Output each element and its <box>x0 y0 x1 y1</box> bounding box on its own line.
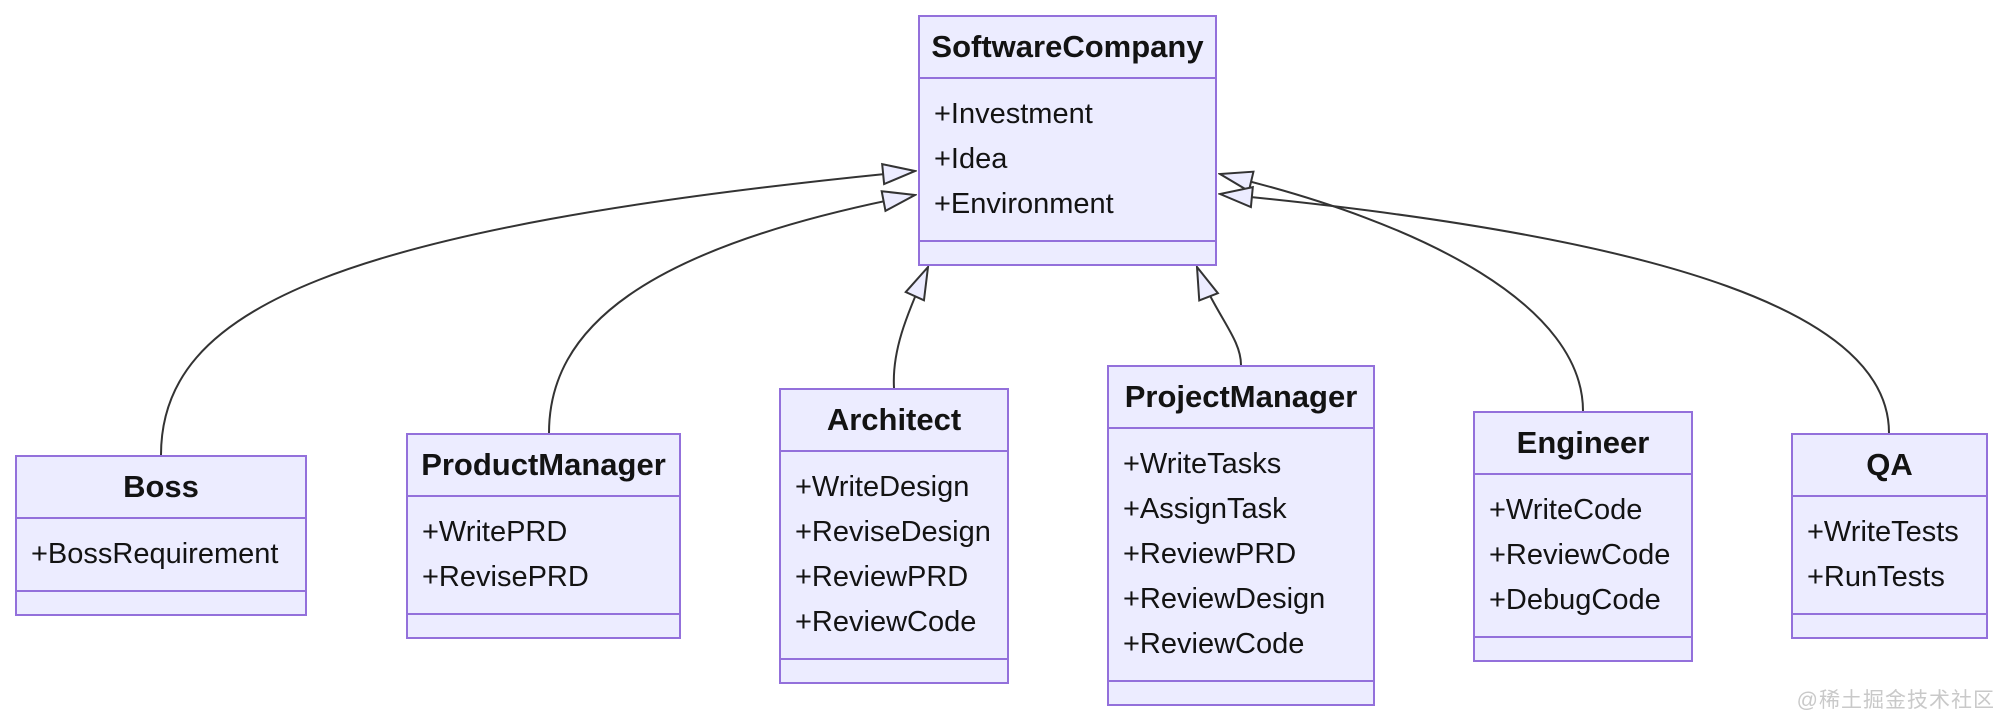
class-attributes-qa: +WriteTests +RunTests <box>1793 497 1986 615</box>
class-attributes-projectmanager: +WriteTasks +AssignTask +ReviewPRD +Revi… <box>1109 429 1373 682</box>
class-title-architect: Architect <box>781 390 1007 452</box>
class-attribute: +WriteCode <box>1489 494 1643 526</box>
class-title-qa: QA <box>1793 435 1986 497</box>
class-attributes-productmanager: +WritePRD +RevisePRD <box>408 497 679 615</box>
edge-projectmanager-to-softwarecompany <box>1197 267 1242 366</box>
class-box-boss: Boss +BossRequirement <box>15 455 307 616</box>
class-attribute: +WritePRD <box>422 516 568 548</box>
class-box-qa: QA +WriteTests +RunTests <box>1791 433 1988 639</box>
class-methods-empty <box>17 592 305 614</box>
class-attributes-engineer: +WriteCode +ReviewCode +DebugCode <box>1475 475 1691 638</box>
class-attribute: +DebugCode <box>1489 584 1661 616</box>
class-attribute: +ReviewCode <box>1123 628 1305 660</box>
class-attribute: +ReviewCode <box>1489 539 1671 571</box>
class-attribute: +ReviewDesign <box>1123 583 1326 615</box>
class-attributes-boss: +BossRequirement <box>17 519 305 592</box>
class-attribute: +ReviewPRD <box>1123 538 1297 570</box>
class-attribute: +WriteTasks <box>1123 448 1282 480</box>
class-methods-empty <box>1793 615 1986 637</box>
class-attribute: +BossRequirement <box>31 538 279 570</box>
class-methods-empty <box>781 660 1007 682</box>
class-title-projectmanager: ProjectManager <box>1109 367 1373 429</box>
edge-architect-to-softwarecompany <box>892 267 928 389</box>
class-title-engineer: Engineer <box>1475 413 1691 475</box>
class-box-softwarecompany: SoftwareCompany +Investment +Idea +Envir… <box>918 15 1217 266</box>
class-methods-empty <box>408 615 679 637</box>
class-attribute: +Environment <box>934 188 1114 220</box>
class-attributes-softwarecompany: +Investment +Idea +Environment <box>920 79 1215 242</box>
watermark-text: @稀土掘金技术社区 <box>1796 689 1995 712</box>
class-attribute: +RunTests <box>1807 561 1945 593</box>
class-box-projectmanager: ProjectManager +WriteTasks +AssignTask +… <box>1107 365 1375 706</box>
class-attribute: +AssignTask <box>1123 493 1287 525</box>
class-title-boss: Boss <box>17 457 305 519</box>
class-attributes-architect: +WriteDesign +ReviseDesign +ReviewPRD +R… <box>781 452 1007 660</box>
class-attribute: +Investment <box>934 98 1093 130</box>
class-methods-empty <box>1109 682 1373 704</box>
class-box-architect: Architect +WriteDesign +ReviseDesign +Re… <box>779 388 1009 684</box>
class-attribute: +ReviseDesign <box>795 516 991 548</box>
class-title-productmanager: ProductManager <box>408 435 679 497</box>
class-attribute: +RevisePRD <box>422 561 589 593</box>
class-box-engineer: Engineer +WriteCode +ReviewCode +DebugCo… <box>1473 411 1693 662</box>
class-attribute: +ReviewCode <box>795 606 977 638</box>
class-methods-empty <box>920 242 1215 264</box>
class-attribute: +WriteDesign <box>795 471 970 503</box>
class-box-productmanager: ProductManager +WritePRD +RevisePRD <box>406 433 681 639</box>
class-methods-empty <box>1475 638 1691 660</box>
class-attribute: +ReviewPRD <box>795 561 969 593</box>
class-title-softwarecompany: SoftwareCompany <box>920 17 1215 79</box>
class-attribute: +Idea <box>934 143 1008 175</box>
class-attribute: +WriteTests <box>1807 516 1959 548</box>
